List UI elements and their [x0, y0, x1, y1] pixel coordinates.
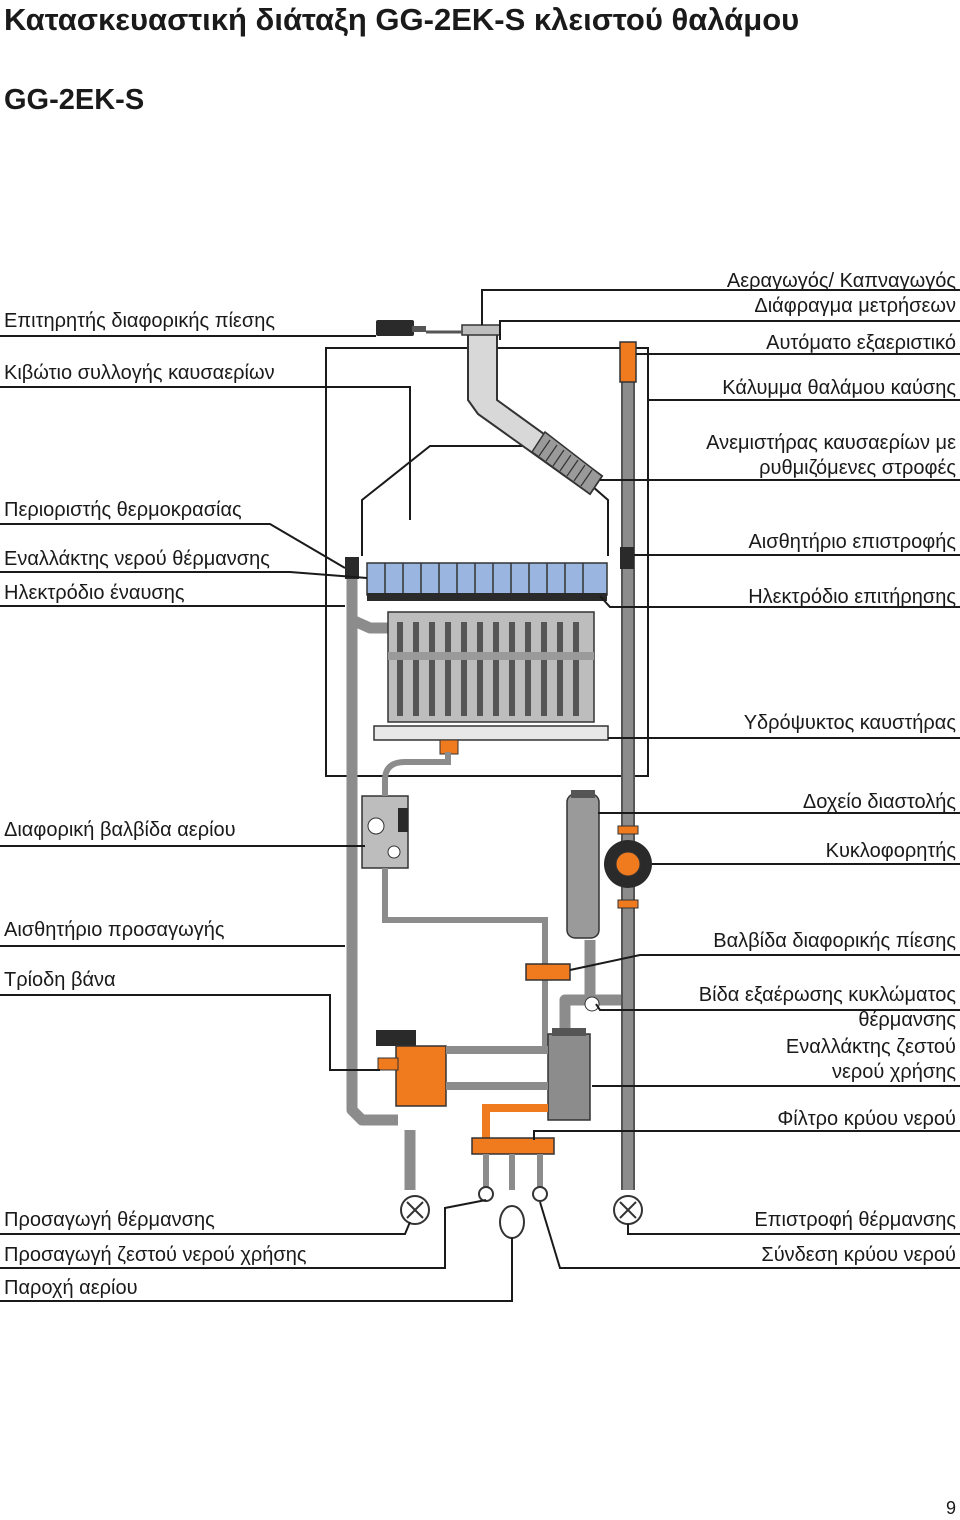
gas-valve-device [361, 752, 548, 1050]
bottom-connections [400, 1186, 643, 1239]
label-three-way-valve: Τρίοδη βάνα [4, 969, 116, 991]
page-number: 9 [945, 1498, 956, 1518]
label-ignition-electrode: Ηλεκτρόδιο έναυσης [4, 582, 185, 604]
label-pressure-monitor: Επιτηρητής διαφορικής πίεσης [4, 310, 275, 332]
three-way-valve-device [376, 1030, 548, 1107]
label-air-flue-duct: Αεραγωγός/ Καπναγωγός [726, 270, 956, 292]
label-dhw-flow: Προσαγωγή ζεστού νερού χρήσης [4, 1244, 307, 1266]
pressure-monitor-device [376, 320, 462, 336]
label-dhw-exchanger-1: Εναλλάκτης ζεστού [785, 1036, 956, 1058]
label-chamber-cover: Κάλυμμα θαλάμου καύσης [722, 377, 956, 399]
page-title: Κατασκευαστική διάταξη GG-2EK-S κλειστού… [4, 2, 800, 37]
label-diff-pressure-valve: Βαλβίδα διαφορικής πίεσης [713, 930, 956, 952]
label-heating-return: Επιστροφή θέρμανσης [754, 1209, 956, 1231]
label-measuring-orifice: Διάφραγμα μετρήσεων [754, 295, 956, 317]
label-bleed-screw-1: Βίδα εξαέρωσης κυκλώματος [698, 984, 956, 1006]
label-monitoring-electrode: Ηλεκτρόδιο επιτήρησης [748, 586, 956, 608]
flue-collector-hood [361, 445, 609, 556]
dhw-exchanger-device [547, 996, 600, 1121]
model-subtitle: GG-2EK-S [4, 84, 145, 116]
leader-lines [0, 289, 960, 1302]
label-gas-valve: Διαφορική βαλβίδα αερίου [4, 819, 236, 841]
water-cooled-burner-body [373, 611, 609, 755]
heating-exchanger-body [366, 562, 608, 601]
return-sensor-device [620, 547, 634, 569]
label-return-sensor: Αισθητήριο επιστροφής [748, 531, 956, 553]
label-circulator: Κυκλοφορητής [825, 840, 956, 862]
circulator-pump [604, 825, 652, 909]
heating-pipes [346, 360, 634, 1190]
label-heating-exchanger: Εναλλάκτης νερού θέρμανσης [4, 548, 270, 570]
label-flue-collector: Κιβώτιο συλλογής καυσαερίων [4, 362, 275, 384]
label-water-cooled-burner: Υδρόψυκτος καυστήρας [743, 712, 956, 734]
diff-pressure-valve-device [525, 963, 571, 981]
pipe-outlines [621, 360, 635, 1190]
label-flue-fan-1: Ανεμιστήρας καυσαερίων με [706, 432, 956, 454]
label-temp-limiter: Περιοριστής θερμοκρασίας [4, 499, 242, 521]
expansion-vessel-device [566, 790, 600, 939]
label-cold-water-filter: Φίλτρο κρύου νερού [777, 1108, 956, 1130]
cold-water-manifold [471, 1104, 555, 1190]
auto-air-vent-device [619, 341, 637, 383]
label-flow-sensor: Αισθητήριο προσαγωγής [4, 919, 225, 941]
label-flue-fan-2: ρυθμιζόμενες στροφές [759, 457, 956, 479]
label-dhw-exchanger-2: νερού χρήσης [831, 1061, 956, 1083]
label-cold-water-connection: Σύνδεση κρύου νερού [761, 1244, 956, 1266]
label-heating-flow: Προσαγωγή θέρμανσης [4, 1209, 215, 1231]
label-auto-air-vent: Αυτόματο εξαεριστικό [766, 332, 956, 354]
temp-limiter-device [345, 557, 359, 579]
label-expansion-vessel: Δοχείο διαστολής [802, 791, 956, 813]
label-gas-supply: Παροχή αερίου [4, 1277, 138, 1299]
air-flue-duct [461, 324, 604, 496]
label-bleed-screw-2: θέρμανσης [858, 1009, 956, 1031]
